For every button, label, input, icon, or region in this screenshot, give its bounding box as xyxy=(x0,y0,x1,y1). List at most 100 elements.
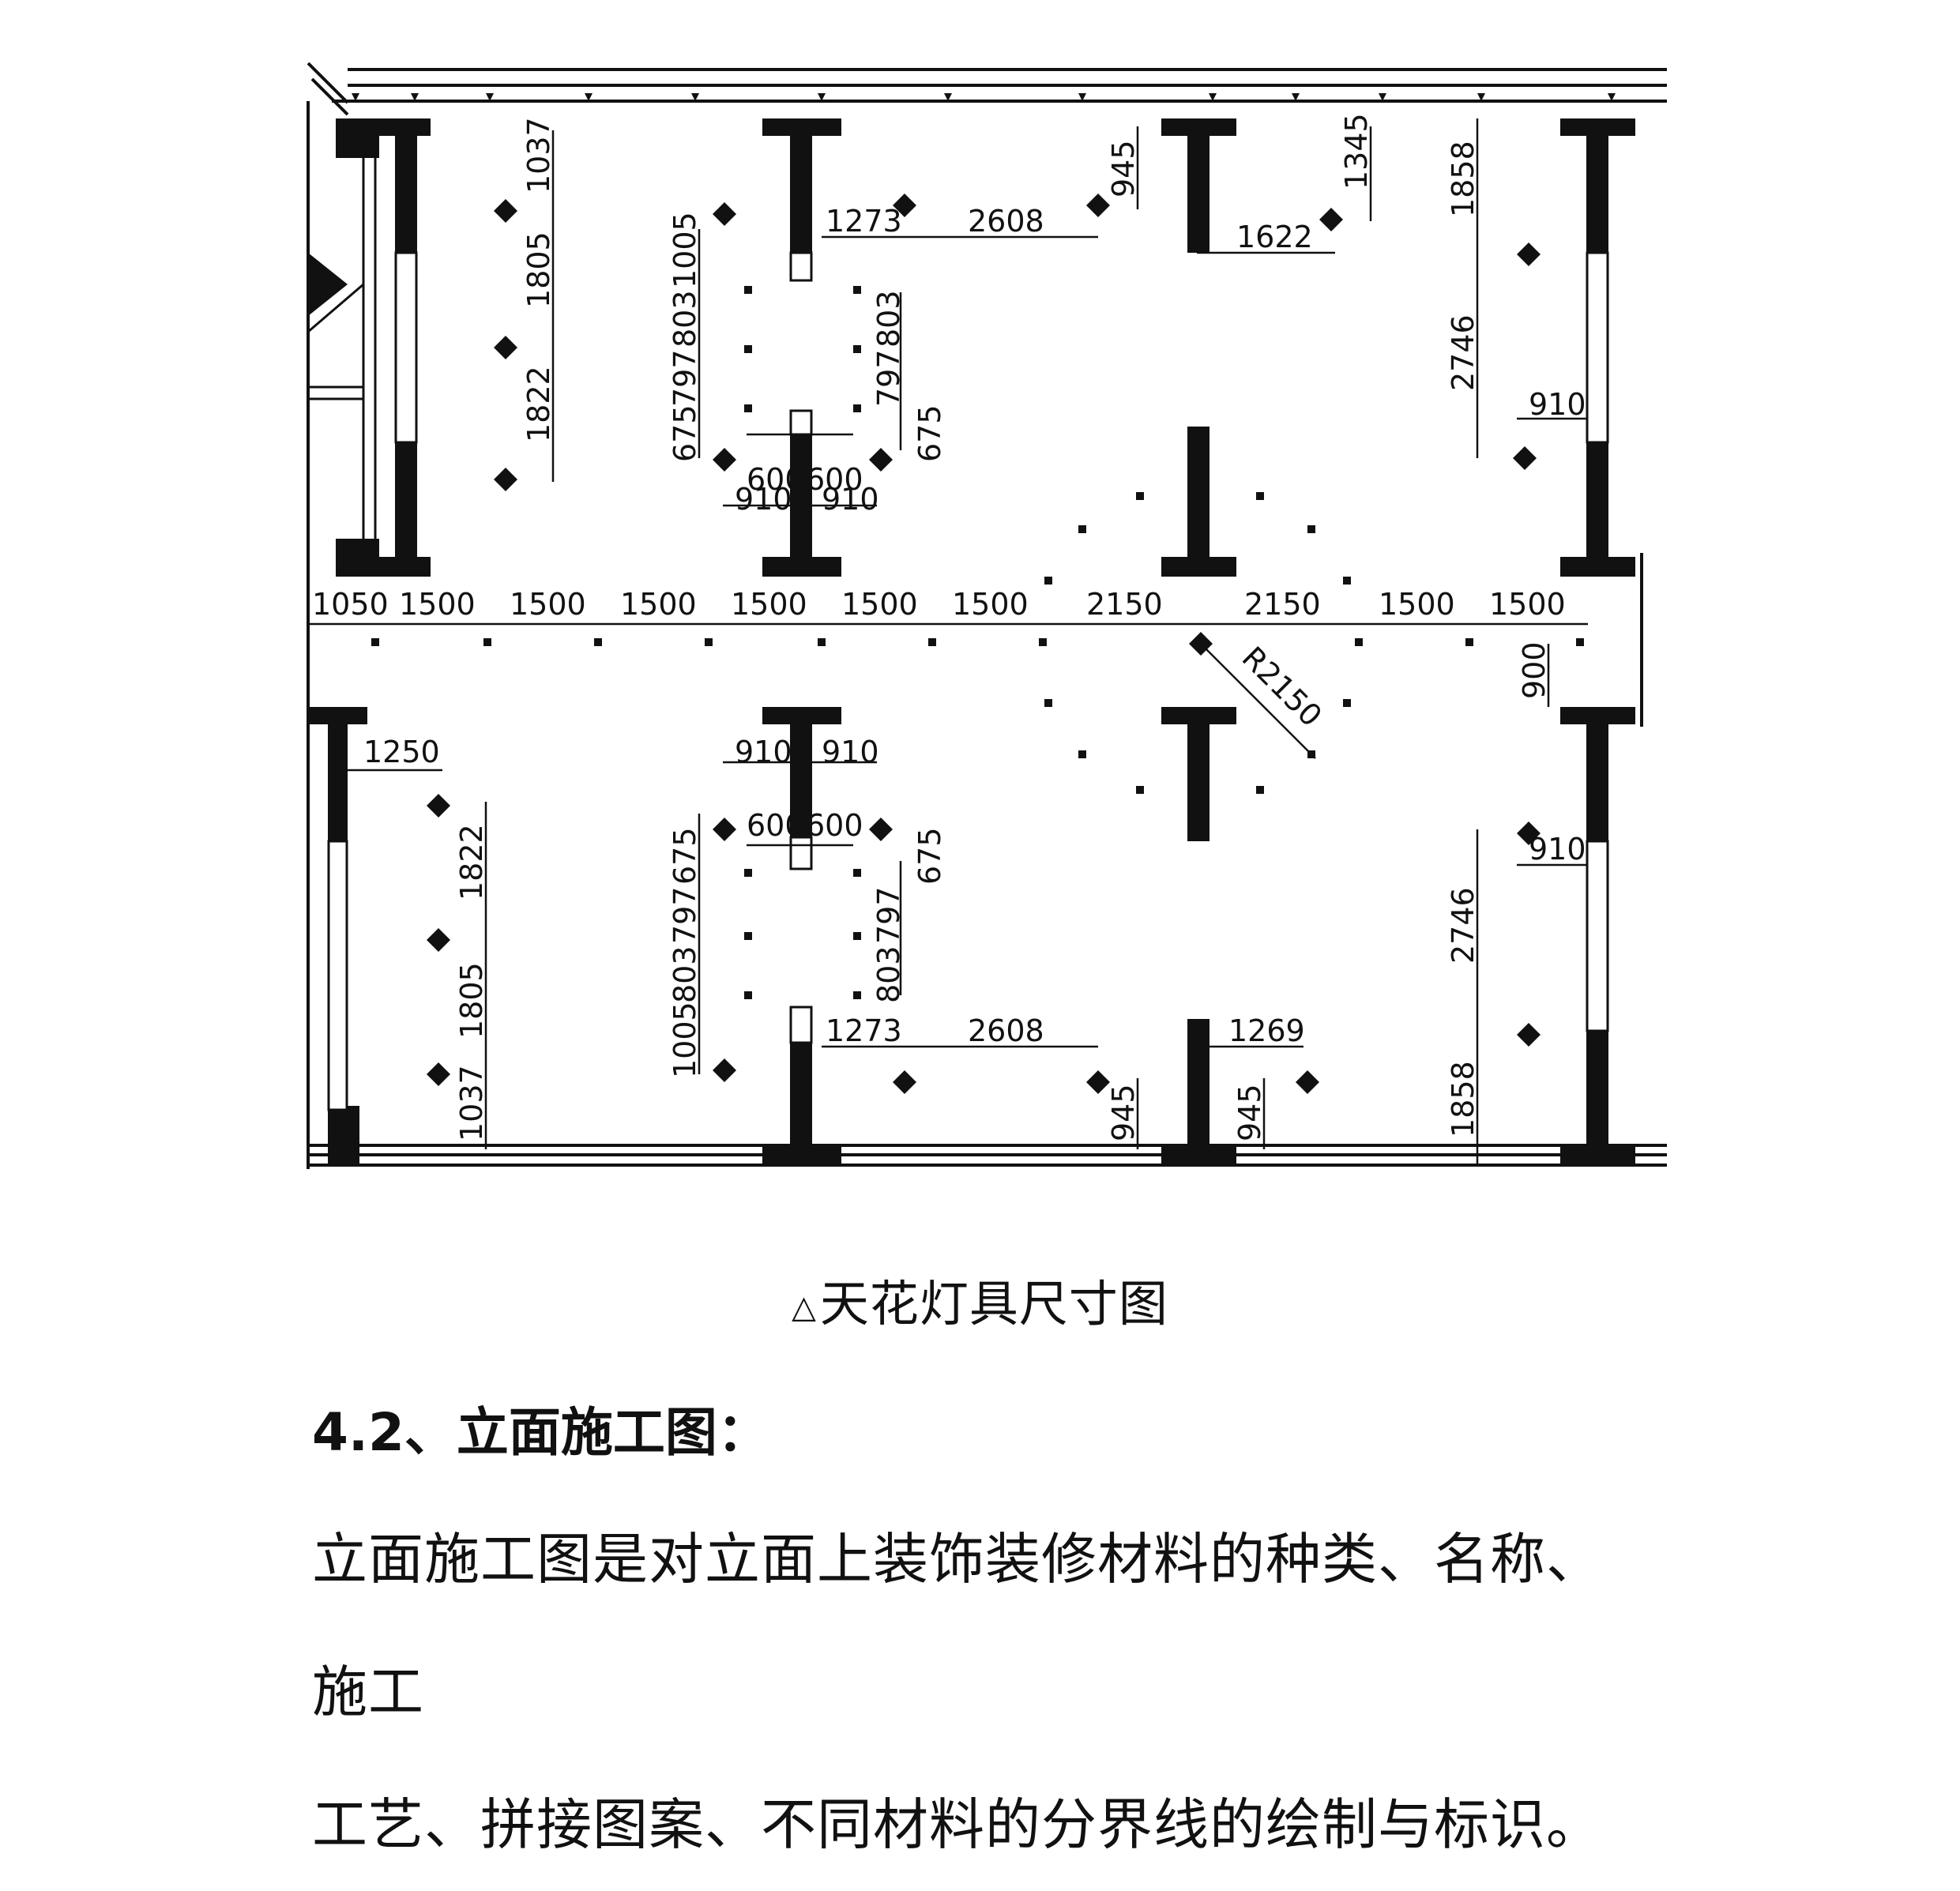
door-symbol xyxy=(308,253,348,316)
window-openings xyxy=(327,251,1609,1111)
ceiling-lamp-icon xyxy=(713,1058,736,1082)
ceiling-lamp-icon xyxy=(1296,1070,1319,1094)
dim-text: 1805 xyxy=(454,962,489,1039)
ceiling-lamp-icon xyxy=(494,199,517,223)
dim-text: 910 xyxy=(1529,387,1586,422)
dim-text: 2746 xyxy=(1446,887,1480,964)
dim-text: 1500 xyxy=(731,587,807,622)
dimension-lines xyxy=(308,118,1588,1165)
body-paragraph: 立面施工图是对立面上装饰装修材料的种类、名称、施工 工艺、拼接图案、不同材料的分… xyxy=(312,1493,1655,1891)
dim-text: 1500 xyxy=(620,587,697,622)
dim-text: 1037 xyxy=(454,1065,489,1141)
dim-text: 797 xyxy=(668,886,702,944)
paragraph-line: 立面施工图是对立面上装饰装修材料的种类、名称、施工 xyxy=(312,1527,1602,1724)
floor-plan-svg: 1050 1500 1500 1500 1500 1500 1500 2150 … xyxy=(307,62,1667,1169)
ceiling-lamp-icon xyxy=(1517,242,1541,266)
ceiling-lamp-icon xyxy=(713,818,736,841)
dim-text: 600 xyxy=(806,808,863,843)
ceiling-lamp-icon xyxy=(869,818,893,841)
dim-text: 2608 xyxy=(968,1013,1044,1048)
dim-text: 1250 xyxy=(363,735,440,769)
figure-caption: △天花灯具尺寸图 xyxy=(0,1264,1960,1335)
outer-wall-lines xyxy=(307,62,1667,1169)
dim-text: 1500 xyxy=(399,587,476,622)
triangle-marker-icon: △ xyxy=(792,1288,817,1325)
dim-text: 1273 xyxy=(826,204,902,239)
dim-text: 675 xyxy=(668,827,702,885)
vertical-dimensions: 1037 1805 1822 1822 1805 1037 1005 803 7… xyxy=(454,113,1552,1141)
dim-text: 2150 xyxy=(1244,587,1321,622)
dim-text: 1050 xyxy=(312,587,389,622)
ceiling-lamp-icon xyxy=(427,794,450,818)
dim-text: 803 xyxy=(871,946,906,1003)
ceiling-lamp-icon xyxy=(494,336,517,359)
ceiling-lamp-icon xyxy=(1319,208,1343,231)
ceiling-lamp-icon xyxy=(713,448,736,472)
dim-text: 1500 xyxy=(952,587,1029,622)
paragraph-line: 工艺、拼接图案、不同材料的分界线的绘制与标识。 xyxy=(312,1792,1602,1857)
dim-text: 910 xyxy=(1529,832,1586,867)
dim-text: 1622 xyxy=(1236,220,1313,254)
dim-text: 1822 xyxy=(454,824,489,900)
top-ticks xyxy=(352,93,1616,101)
dim-text: 1858 xyxy=(1446,141,1480,217)
dim-text: 675 xyxy=(912,404,947,462)
dim-text: 2608 xyxy=(968,204,1044,239)
ceiling-lamp-icon xyxy=(893,194,916,217)
dim-text: 675 xyxy=(912,827,947,885)
ceiling-lamp-icon xyxy=(1517,821,1541,845)
ceiling-lamp-icon xyxy=(494,468,517,491)
dim-text: 1500 xyxy=(1489,587,1566,622)
horizontal-dimensions: 1050 1500 1500 1500 1500 1500 1500 2150 … xyxy=(312,204,1586,1048)
dim-text: 1500 xyxy=(841,587,918,622)
dim-text: 803 xyxy=(871,290,906,348)
dim-text: 910 xyxy=(735,482,792,517)
dim-text: 600 xyxy=(806,462,863,497)
ceiling-lamp-icon xyxy=(1189,632,1213,656)
dim-text: 900 xyxy=(1517,641,1552,699)
dim-text: 797 xyxy=(871,349,906,407)
ceiling-lamp-icons xyxy=(427,194,1541,1094)
ceiling-lamp-icon xyxy=(1086,194,1110,217)
ceiling-lamp-icon xyxy=(1517,1023,1541,1047)
dim-text: 1273 xyxy=(826,1013,902,1048)
ceiling-lamp-icon xyxy=(893,1070,916,1094)
dim-text: 1037 xyxy=(521,117,556,194)
dim-text: 945 xyxy=(1232,1084,1267,1141)
ceiling-lamp-icon xyxy=(869,448,893,472)
dim-text: 945 xyxy=(1106,1084,1141,1141)
left-partition xyxy=(307,118,377,553)
dim-text: 600 xyxy=(747,808,804,843)
dim-text: 1500 xyxy=(1379,587,1455,622)
dim-text: R2150 xyxy=(1236,640,1329,733)
ceiling-lamp-icon xyxy=(1513,446,1537,470)
dim-text: 910 xyxy=(735,735,792,769)
dim-text: 1345 xyxy=(1339,113,1374,190)
dim-text: 2746 xyxy=(1446,314,1480,391)
dim-text: 1005 xyxy=(668,1002,702,1078)
ceiling-lamp-icon xyxy=(427,928,450,952)
dim-text: 1805 xyxy=(521,231,556,308)
dim-text: 803 xyxy=(668,946,702,1003)
dim-text: 2150 xyxy=(1086,587,1163,622)
dim-text: 910 xyxy=(822,735,879,769)
dim-text: 803 xyxy=(668,290,702,348)
dim-text: 1858 xyxy=(1446,1061,1480,1137)
dim-text: 675 xyxy=(668,404,702,462)
dim-text: 1269 xyxy=(1228,1013,1305,1048)
ceiling-lamp-icon xyxy=(427,1062,450,1086)
ceiling-lamp-icon xyxy=(1086,1070,1110,1094)
section-heading: 4.2、立面施工图： xyxy=(312,1402,769,1463)
dim-text: 945 xyxy=(1106,140,1141,197)
dim-text: 910 xyxy=(822,482,879,517)
structural-columns xyxy=(308,118,1635,1165)
dim-text: 600 xyxy=(747,462,804,497)
dim-text: 797 xyxy=(668,349,702,407)
dim-text: 1500 xyxy=(510,587,586,622)
downlight-icons xyxy=(371,286,1584,999)
ceiling-light-plan: 1050 1500 1500 1500 1500 1500 1500 2150 … xyxy=(307,62,1667,1169)
dim-text: 1822 xyxy=(521,366,556,442)
dim-text: 797 xyxy=(871,886,906,944)
ceiling-lamp-icon xyxy=(713,202,736,226)
dim-text: 1005 xyxy=(668,212,702,288)
